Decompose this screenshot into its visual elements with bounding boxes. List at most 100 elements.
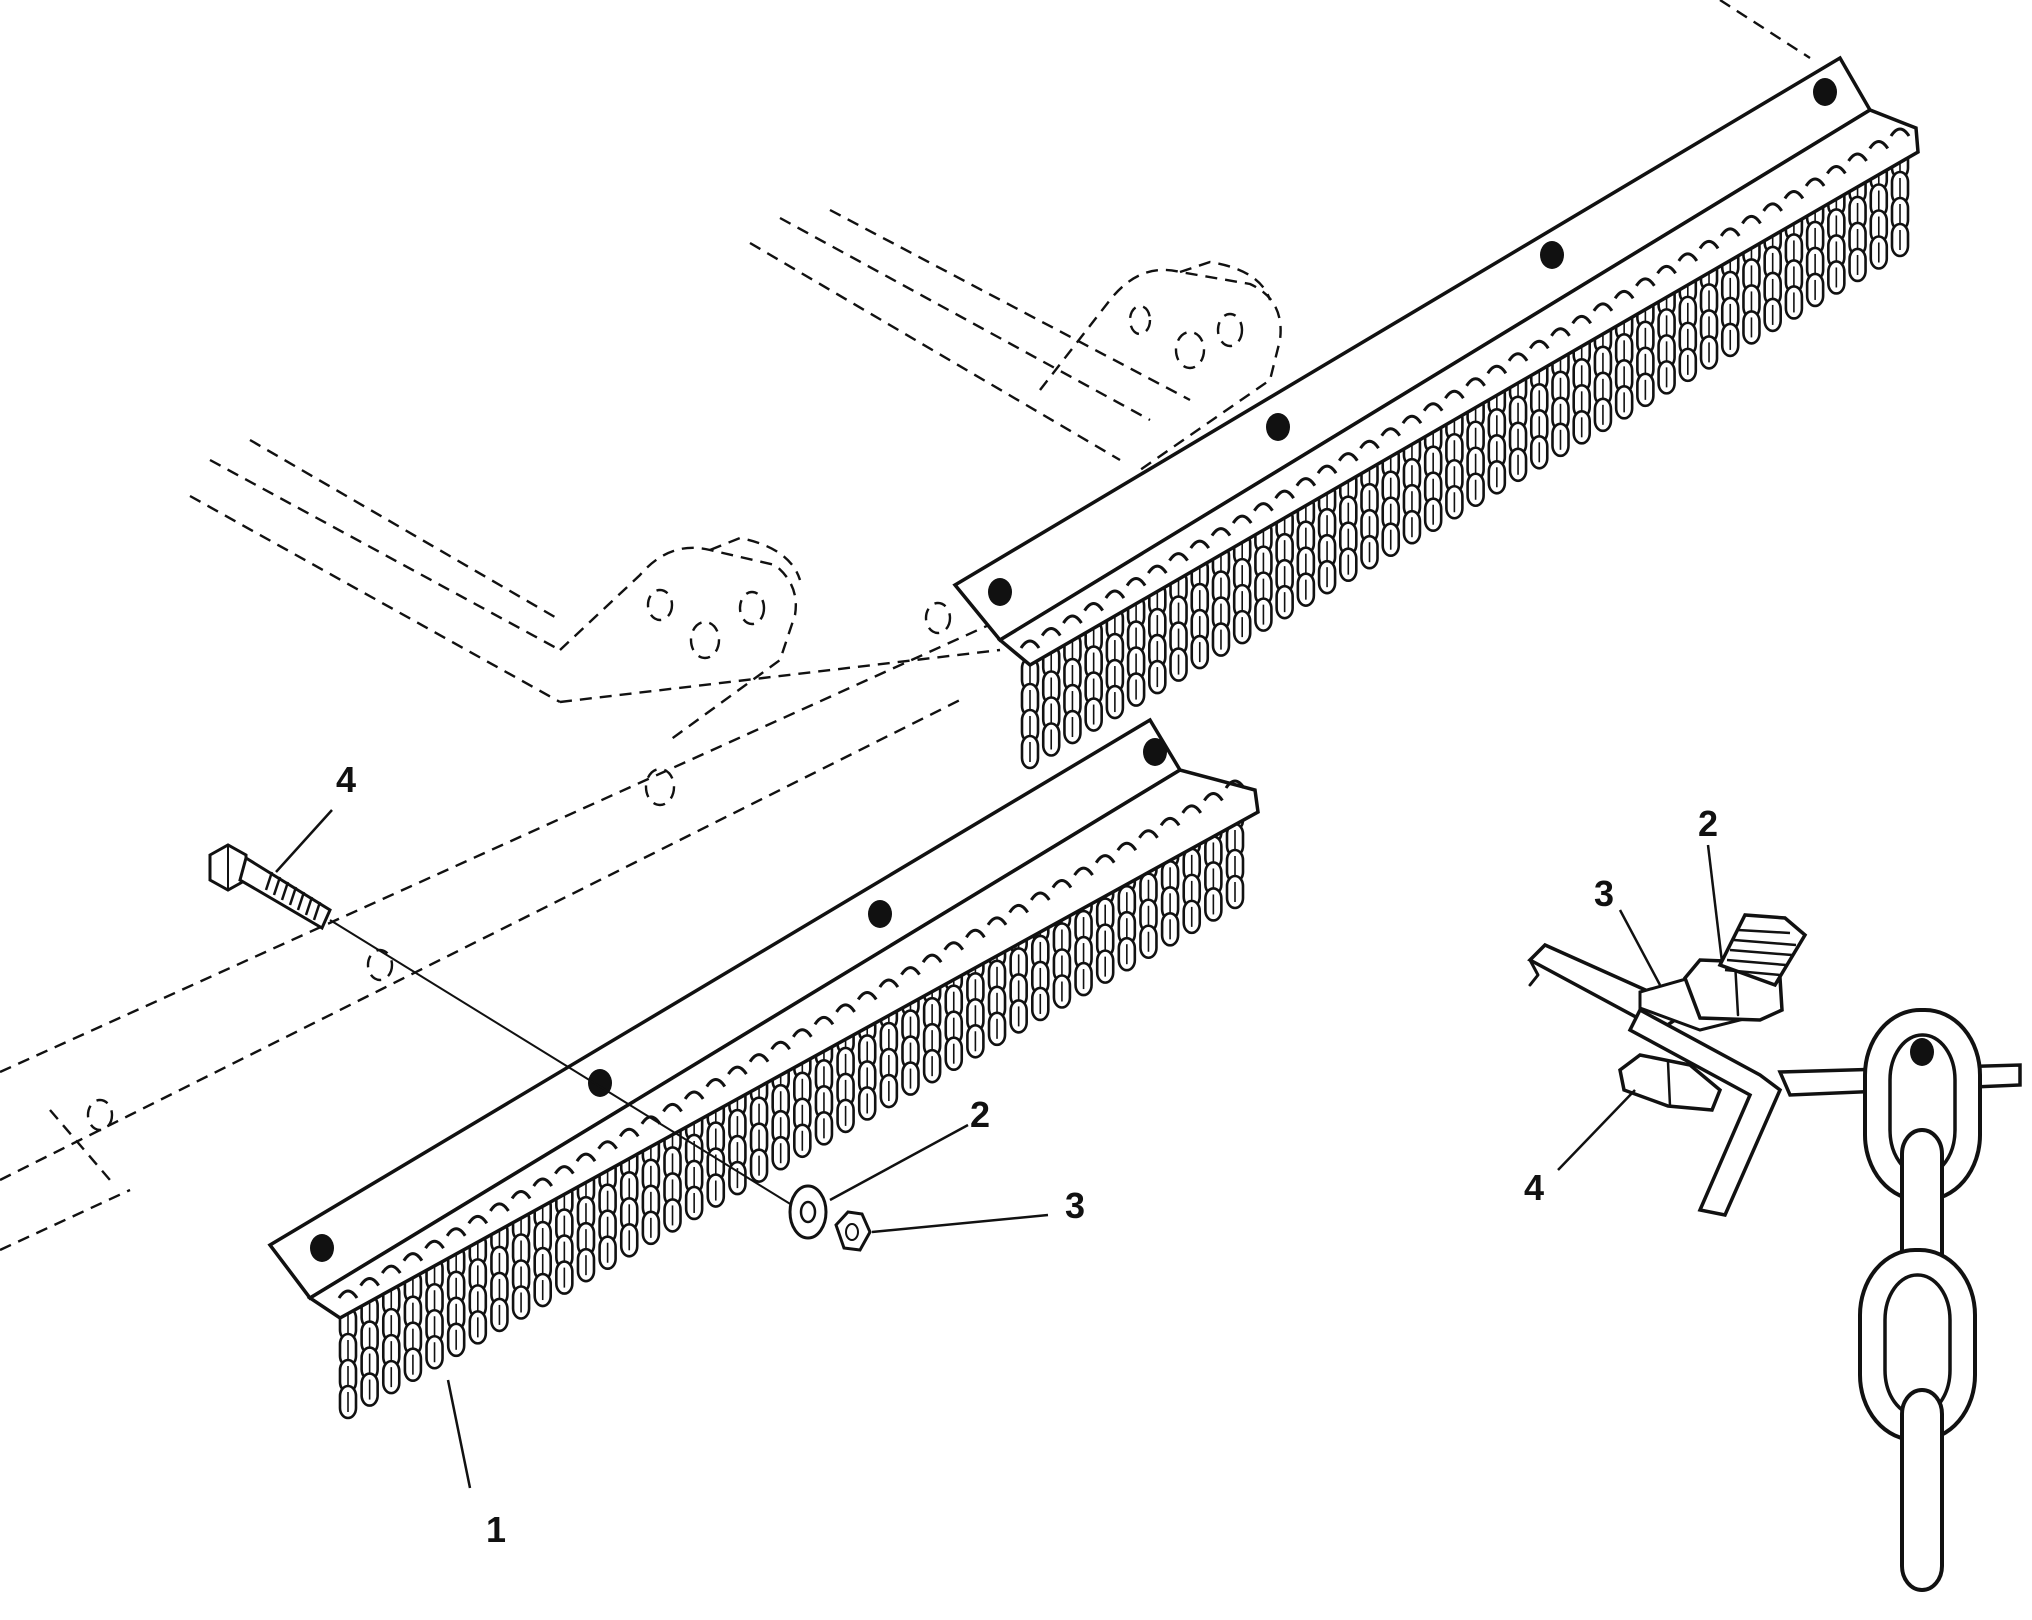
lower-hook (900, 966, 921, 976)
upper-hook (1804, 177, 1826, 187)
lower-hook (575, 1152, 597, 1163)
upper-chain (1827, 182, 1846, 295)
upper-bar-bolt-holes (988, 78, 1837, 606)
upper-hook (1719, 227, 1741, 237)
lower-hook (705, 1078, 727, 1088)
upper-chain (1126, 594, 1146, 707)
lower-hook (1073, 866, 1094, 876)
upper-chain (1190, 556, 1210, 670)
upper-chain (1041, 644, 1061, 757)
upper-hook (1040, 627, 1062, 637)
upper-chain (1360, 456, 1379, 570)
upper-chain (1402, 431, 1422, 545)
upper-chain (1211, 544, 1231, 657)
upper-hook (1571, 314, 1592, 325)
lower-hook (424, 1239, 445, 1250)
upper-chain (1381, 444, 1401, 558)
lower-hook (510, 1190, 532, 1200)
upper-hook (1635, 277, 1656, 287)
upper-chain (1678, 269, 1698, 383)
callout-labels: 4 2 3 1 2 3 4 (336, 759, 1718, 1550)
callout-detail-4: 4 (1524, 1167, 1544, 1208)
upper-chain (1551, 344, 1570, 458)
lower-hook (965, 928, 986, 939)
upper-hook (1316, 464, 1338, 475)
lower-hook (1203, 791, 1224, 802)
lower-hook (1030, 891, 1051, 901)
lower-hook (337, 1289, 359, 1299)
upper-hook (1359, 439, 1380, 450)
lower-bar-bolt-holes (310, 738, 1167, 1262)
upper-hook (1741, 214, 1762, 225)
upper-hook (1868, 140, 1890, 150)
bolt (208, 843, 332, 931)
upper-hook (1125, 577, 1147, 587)
upper-chain (1148, 581, 1167, 695)
lower-hook (1051, 879, 1073, 889)
callout-detail-3: 3 (1594, 873, 1614, 914)
lower-chain (381, 1281, 401, 1395)
upper-hook (1147, 564, 1168, 574)
lower-hook (662, 1102, 683, 1113)
upper-chain (1020, 656, 1040, 770)
leader-lines (275, 809, 1724, 1489)
lower-hook (532, 1177, 553, 1187)
lower-hook (467, 1214, 489, 1225)
phantom-frame (0, 0, 1811, 1252)
callout-main-1: 1 (486, 1509, 506, 1550)
upper-hook (1231, 514, 1253, 524)
upper-chain (1614, 307, 1634, 420)
upper-hook (1529, 339, 1550, 350)
upper-chain-links (1020, 144, 1910, 770)
lower-hook (986, 916, 1008, 926)
callout-main-2: 2 (970, 1094, 990, 1135)
upper-chain-curtain (952, 55, 1920, 770)
lower-hook (489, 1202, 510, 1212)
lower-hook (943, 941, 965, 951)
upper-hook (1253, 502, 1274, 512)
lower-chain (446, 1244, 466, 1358)
upper-chain (1063, 631, 1082, 745)
lower-hook (402, 1252, 424, 1262)
upper-chain (1423, 419, 1443, 533)
upper-hook (1062, 614, 1083, 624)
upper-hook (1168, 552, 1189, 562)
upper-hook (1380, 427, 1401, 437)
callout-main-3: 3 (1065, 1185, 1085, 1226)
lower-hook-row (337, 779, 1246, 1299)
upper-chain (1657, 282, 1676, 395)
lower-hook (1159, 816, 1181, 827)
upper-hook (1550, 327, 1571, 337)
lower-hook (554, 1165, 575, 1175)
upper-hook (1592, 302, 1614, 312)
upper-hook (1401, 414, 1423, 425)
upper-chain (1275, 506, 1294, 620)
upper-chain (1317, 481, 1337, 595)
upper-chain (1105, 606, 1125, 720)
upper-hook (1274, 489, 1295, 500)
detail-section-view (1527, 913, 2022, 1592)
upper-hook (1783, 189, 1805, 200)
nut (834, 1210, 872, 1252)
upper-hook (1613, 289, 1635, 300)
upper-chain (1254, 519, 1273, 632)
lower-hook (1008, 903, 1029, 914)
upper-hook (1762, 202, 1783, 212)
upper-hook (1486, 364, 1508, 375)
lower-chain (360, 1294, 379, 1407)
lower-chain-curtain (267, 717, 1260, 1420)
lower-hook (1181, 804, 1202, 814)
callout-main-4: 4 (336, 759, 356, 800)
upper-hook (1507, 352, 1529, 362)
upper-chain (1487, 381, 1507, 495)
lower-chain (468, 1232, 488, 1345)
upper-hook (1656, 264, 1677, 275)
upper-chain (1296, 494, 1316, 607)
lower-hook (748, 1053, 770, 1063)
upper-hook (1847, 152, 1868, 162)
lower-chain (490, 1219, 509, 1333)
upper-chain (1232, 531, 1252, 645)
upper-chain (1084, 619, 1103, 732)
assembly-axis-line (329, 919, 801, 1211)
